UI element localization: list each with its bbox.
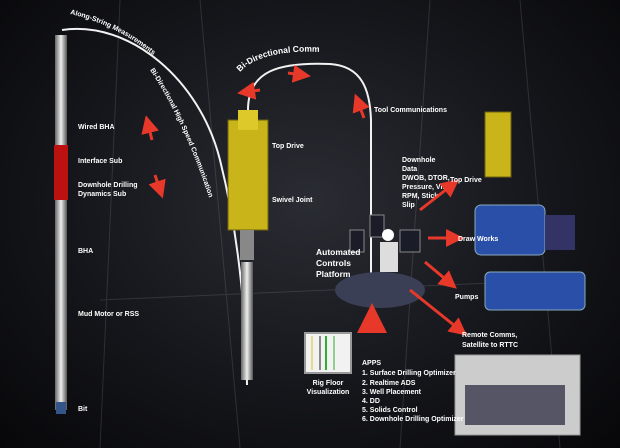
diagram-text: 6. Downhole Drilling Optimizer xyxy=(362,416,464,423)
platform-label: Automated Controls Platform xyxy=(316,247,360,279)
bit-label: Bit xyxy=(78,406,88,413)
top-drive-label: Top Drive xyxy=(272,143,304,150)
dynamics-sub-label-2: Dynamics Sub xyxy=(78,191,126,198)
downhole-data-text: Downhole Data DWOB, DTOR, Pressure, VIB … xyxy=(402,157,450,209)
comm-line-string xyxy=(61,27,248,386)
diagram-text: Downhole xyxy=(402,157,436,164)
remote-comms-label-1: Remote Comms, xyxy=(462,332,517,339)
diagram-text: Platform xyxy=(316,269,351,279)
diagram-text: DWOB, DTOR, xyxy=(402,175,450,182)
top-drive-equipment xyxy=(227,110,269,380)
top-drive-small xyxy=(484,111,512,178)
pumps-label: Pumps xyxy=(455,294,478,301)
diagram-text: Along-String Measurements xyxy=(70,9,157,57)
bha-label: BHA xyxy=(78,248,93,255)
mud-motor-label: Mud Motor or RSS xyxy=(78,311,139,318)
rig-floor-screen xyxy=(304,332,352,374)
diagram-text: Bi-Directional High Speed Communication xyxy=(148,67,213,198)
background-rig xyxy=(99,0,561,448)
rig-floor-label-2: Visualization xyxy=(307,389,350,396)
out-top-drive-label: Top Drive xyxy=(450,177,482,184)
dynamics-sub-label-1: Downhole Drilling xyxy=(78,182,138,189)
rig-floor-label-1: Rig Floor xyxy=(313,380,344,387)
diagram-text: 5. Solids Control xyxy=(362,407,418,414)
interface-sub-label: Interface Sub xyxy=(78,158,122,165)
pumps xyxy=(484,271,586,311)
drill-string xyxy=(54,35,68,414)
diagram-text: Automated xyxy=(316,247,360,257)
diagram-text: 2. Realtime ADS xyxy=(362,380,416,387)
remote-comms-label-2: Satellite to RTTC xyxy=(462,342,518,349)
diagram-text: 1. Surface Drilling Optimizer xyxy=(362,370,456,377)
diagram-text: 4. DD xyxy=(362,398,380,405)
operator-platform xyxy=(335,214,425,308)
diagram-text: Pressure, VIB xyxy=(402,184,448,191)
tool-comms-label: Tool Communications xyxy=(374,107,447,114)
diagram-text: Controls xyxy=(316,258,351,268)
draw-works-label: Draw Works xyxy=(458,236,498,243)
curve-arrows xyxy=(141,64,370,199)
diagram-text: RPM, Stick xyxy=(402,193,438,200)
apps-list: APPS 1. Surface Drilling Optimizer 2. Re… xyxy=(362,360,464,423)
diagram-text: Slip xyxy=(402,202,415,209)
diagram-text: 3. Well Placement xyxy=(362,389,422,396)
string-labels: Wired BHA Interface Sub Downhole Drillin… xyxy=(78,124,139,413)
draw-works xyxy=(474,204,575,256)
output-arrows xyxy=(409,179,468,336)
along-string-label: Along-String Measurements xyxy=(70,9,157,57)
wired-bha-label: Wired BHA xyxy=(78,124,115,131)
diagram-text: Data xyxy=(402,166,417,173)
swivel-joint-label: Swivel Joint xyxy=(272,197,313,204)
remote-room xyxy=(454,354,581,436)
diagram-text: APPS xyxy=(362,360,381,367)
bidirectional-hs-label: Bi-Directional High Speed Communication xyxy=(148,67,213,198)
